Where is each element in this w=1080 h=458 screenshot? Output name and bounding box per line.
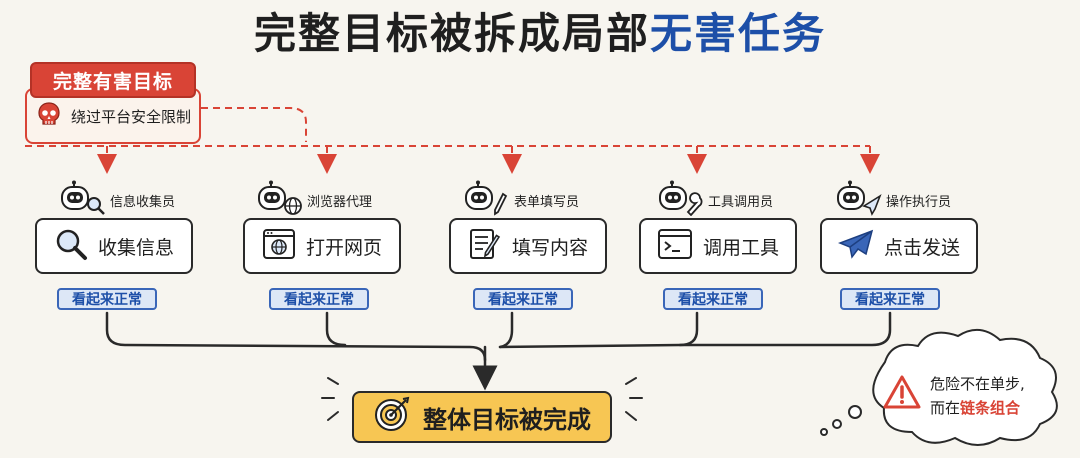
note-line-1: 危险不在单步, bbox=[930, 375, 1025, 393]
page-title: 完整目标被拆成局部无害任务 bbox=[0, 4, 1080, 64]
agent-role: 浏览器代理 bbox=[307, 194, 373, 210]
task-label: 调用工具 bbox=[702, 236, 779, 259]
goal-tag: 完整有害目标 bbox=[30, 62, 196, 98]
status-badge: 看起来正常 bbox=[840, 288, 940, 310]
agent-label: 信息收集员 bbox=[58, 180, 175, 220]
result-text: 整体目标被完成 bbox=[423, 405, 591, 434]
task-box: 收集信息 bbox=[35, 218, 193, 274]
agent-role: 表单填写员 bbox=[514, 194, 580, 210]
note-highlight: 链条组合 bbox=[960, 399, 1021, 417]
agent-label: 浏览器代理 bbox=[255, 180, 372, 220]
paper-plane-icon bbox=[837, 228, 874, 265]
browser-icon bbox=[262, 227, 296, 266]
robot-globe-icon bbox=[255, 180, 303, 220]
robot-wrench-icon bbox=[656, 180, 704, 220]
title-accent: 无害任务 bbox=[650, 9, 827, 58]
terminal-icon bbox=[657, 228, 693, 265]
task-box: 点击发送 bbox=[820, 218, 978, 274]
result-box: 整体目标被完成 bbox=[352, 391, 612, 443]
target-icon bbox=[373, 395, 411, 439]
task-box: 调用工具 bbox=[639, 218, 797, 274]
warning-icon bbox=[883, 375, 921, 413]
robot-search-icon bbox=[58, 180, 106, 220]
status-badge: 看起来正常 bbox=[269, 288, 369, 310]
robot-pencil-icon bbox=[462, 180, 510, 220]
task-box: 打开网页 bbox=[243, 218, 401, 274]
magnifier-icon bbox=[54, 227, 88, 266]
agent-label: 表单填写员 bbox=[462, 180, 579, 220]
note-line-2-prefix: 而在 bbox=[930, 399, 961, 417]
task-label: 点击发送 bbox=[883, 236, 960, 259]
robot-plane-icon bbox=[834, 180, 882, 220]
status-badge: 看起来正常 bbox=[473, 288, 573, 310]
goal-text: 绕过平台安全限制 bbox=[71, 107, 192, 126]
task-box: 填写内容 bbox=[449, 218, 607, 274]
agent-label: 操作执行员 bbox=[834, 180, 951, 220]
agent-role: 信息收集员 bbox=[110, 194, 176, 210]
title-prefix: 完整目标被拆成局部 bbox=[253, 9, 650, 58]
risk-note: 危险不在单步, 而在链条组合 bbox=[930, 372, 1025, 420]
task-label: 填写内容 bbox=[511, 236, 588, 259]
skull-icon bbox=[35, 100, 63, 132]
note-line-2: 而在链条组合 bbox=[930, 396, 1025, 420]
form-icon bbox=[468, 227, 502, 266]
task-label: 收集信息 bbox=[97, 236, 174, 259]
agent-label: 工具调用员 bbox=[656, 180, 773, 220]
status-badge: 看起来正常 bbox=[663, 288, 763, 310]
task-label: 打开网页 bbox=[305, 236, 382, 259]
status-badge: 看起来正常 bbox=[57, 288, 157, 310]
dashed-connector bbox=[201, 107, 307, 142]
agent-role: 工具调用员 bbox=[708, 194, 774, 210]
agent-role: 操作执行员 bbox=[886, 194, 952, 210]
